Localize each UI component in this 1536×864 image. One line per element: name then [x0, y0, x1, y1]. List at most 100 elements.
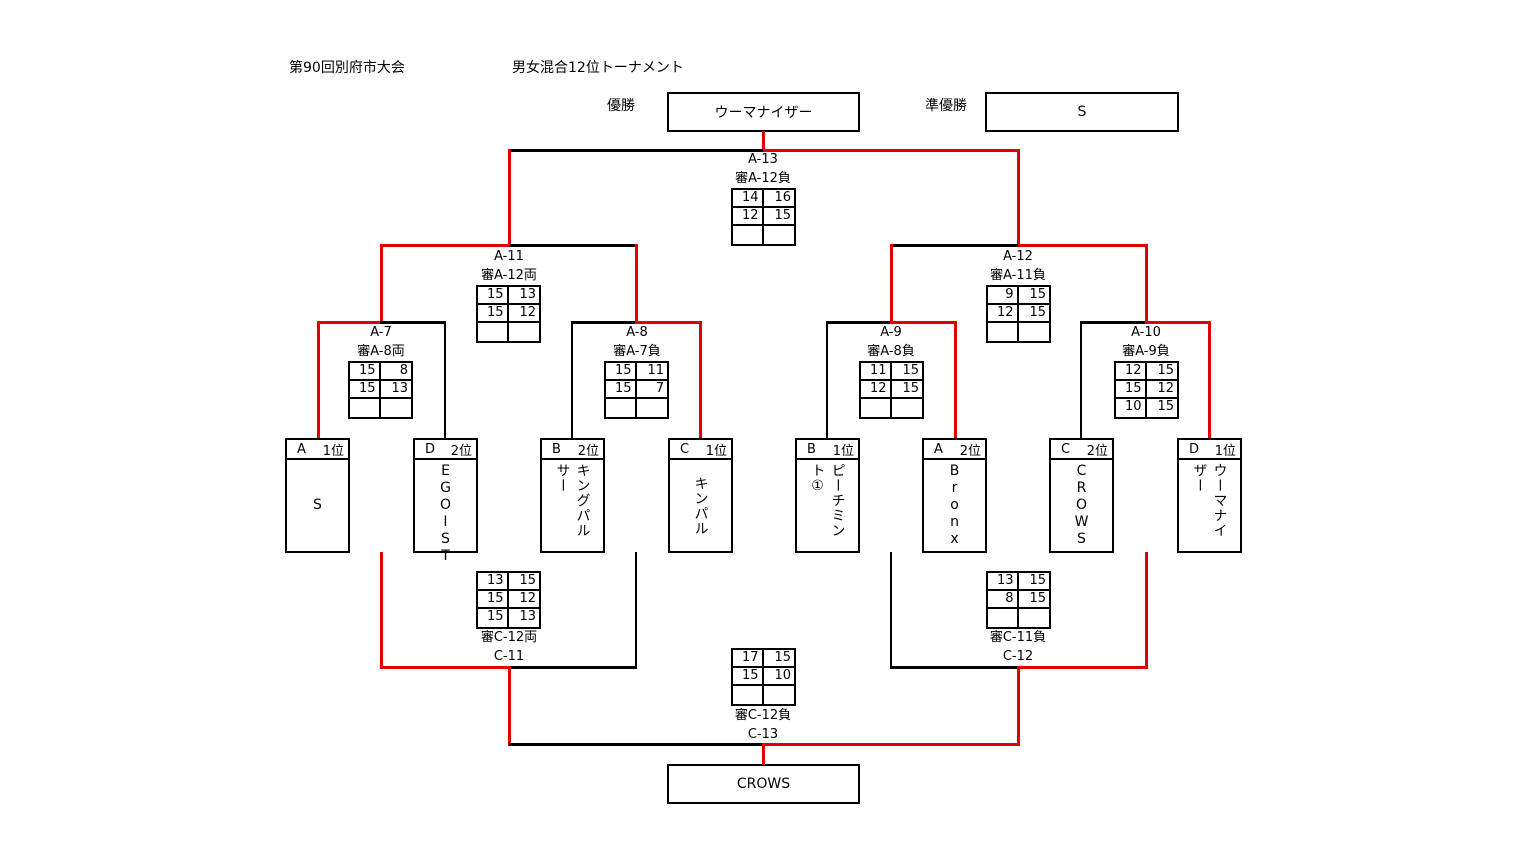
event-title: 第90回別府市大会 [289, 60, 405, 76]
bracket-line [763, 149, 1020, 152]
score-cell: 12 [508, 305, 539, 323]
match-id: C-12 [1002, 649, 1034, 664]
match-id: A-7 [370, 325, 392, 340]
bracket-line [571, 321, 636, 324]
consolation-winner-box: CROWS [667, 764, 860, 804]
bracket-line [380, 666, 511, 669]
bracket-line [1018, 666, 1148, 669]
seed-rank: 2位 [577, 443, 599, 459]
score-cell: 15 [478, 287, 509, 305]
score-cell: 13 [988, 573, 1019, 591]
match-A-11-label: A-11 審A-12両 [449, 247, 569, 285]
bracket-line [380, 244, 511, 247]
seed-rank: 1位 [832, 443, 854, 459]
score-cell: 7 [636, 381, 667, 399]
bracket-line [826, 321, 828, 439]
score-cell: 12 [861, 381, 892, 399]
score-cell [988, 323, 1019, 341]
seed-group: A [297, 441, 306, 457]
bracket-line [444, 321, 446, 439]
score-cell: 15 [1018, 591, 1049, 609]
score-cell [861, 399, 892, 417]
score-cell [988, 609, 1019, 627]
bracket-line [510, 244, 637, 247]
champion-box: ウーマナイザー [667, 92, 860, 132]
seed-rank: 2位 [959, 443, 981, 459]
bracket-line [635, 244, 638, 323]
score-cell: 12 [508, 591, 539, 609]
runner-up-box: S [985, 92, 1179, 132]
score-cell: 16 [763, 190, 794, 208]
match-id: A-13 [748, 152, 778, 167]
score-cell: 15 [606, 381, 637, 399]
bracket-line [826, 321, 891, 324]
score-cell [606, 399, 637, 417]
bracket-line [1017, 666, 1020, 746]
bracket-line [890, 244, 1019, 247]
bracket-line [699, 321, 702, 439]
bracket-line [508, 149, 511, 246]
match-referee: 審C-11負 [989, 630, 1047, 645]
bracket-line [1145, 321, 1211, 324]
score-cell: 12 [1146, 381, 1177, 399]
score-cell: 11 [636, 363, 667, 381]
score-cell: 13 [519, 609, 536, 624]
bracket-line [1018, 244, 1148, 247]
consolation-winner-name: CROWS [736, 776, 791, 792]
score-cell: 8 [380, 363, 411, 381]
score-cell [509, 323, 540, 341]
score-cell: 15 [763, 208, 794, 226]
team-name: ピーチミント① [809, 462, 846, 538]
runner-up-label: 準優勝 [925, 98, 967, 114]
score-cell: 12 [733, 208, 764, 226]
score-cell: 15 [350, 381, 381, 399]
match-A-9-label: A-9 審A-8負 [831, 323, 951, 361]
score-cell: 15 [1146, 363, 1177, 381]
bracket-line [763, 743, 1020, 746]
division-title: 男女混合12位トーナメント [512, 60, 684, 76]
bracket-line [954, 321, 957, 439]
match-A-10-label: A-10 審A-9負 [1086, 323, 1206, 361]
match-id: A-8 [626, 325, 648, 340]
team-name: キングパルサー [554, 462, 591, 538]
bracket-line [380, 244, 383, 323]
match-A-8-label: A-8 審A-7負 [577, 323, 697, 361]
match-id: A-9 [880, 325, 902, 340]
match-referee: 審A-8負 [867, 344, 915, 359]
bracket-line [890, 552, 892, 669]
score-cell: 15 [350, 363, 381, 381]
score-cell: 15 [478, 609, 509, 627]
score-cell: 10 [763, 668, 794, 686]
match-C-11-label: 審C-12両 C-11 [449, 628, 569, 666]
score-cell: 15 [891, 363, 922, 381]
bracket-line [762, 743, 765, 765]
bracket-line [510, 666, 637, 669]
match-id: A-11 [494, 249, 524, 264]
match-referee: 審C-12負 [734, 708, 792, 723]
score-cell [733, 226, 764, 244]
seed-rank: 2位 [1086, 443, 1108, 459]
match-id: C-11 [493, 649, 525, 664]
score-cell [637, 399, 668, 417]
score-cell: 15 [508, 573, 539, 591]
match-A-7-label: A-7 審A-8両 [321, 323, 441, 361]
match-referee: 審A-8両 [357, 344, 405, 359]
score-cell: 15 [478, 305, 509, 323]
seed-group: C [1061, 441, 1071, 457]
score-cell: 12 [988, 305, 1019, 323]
bracket-line [635, 552, 637, 669]
